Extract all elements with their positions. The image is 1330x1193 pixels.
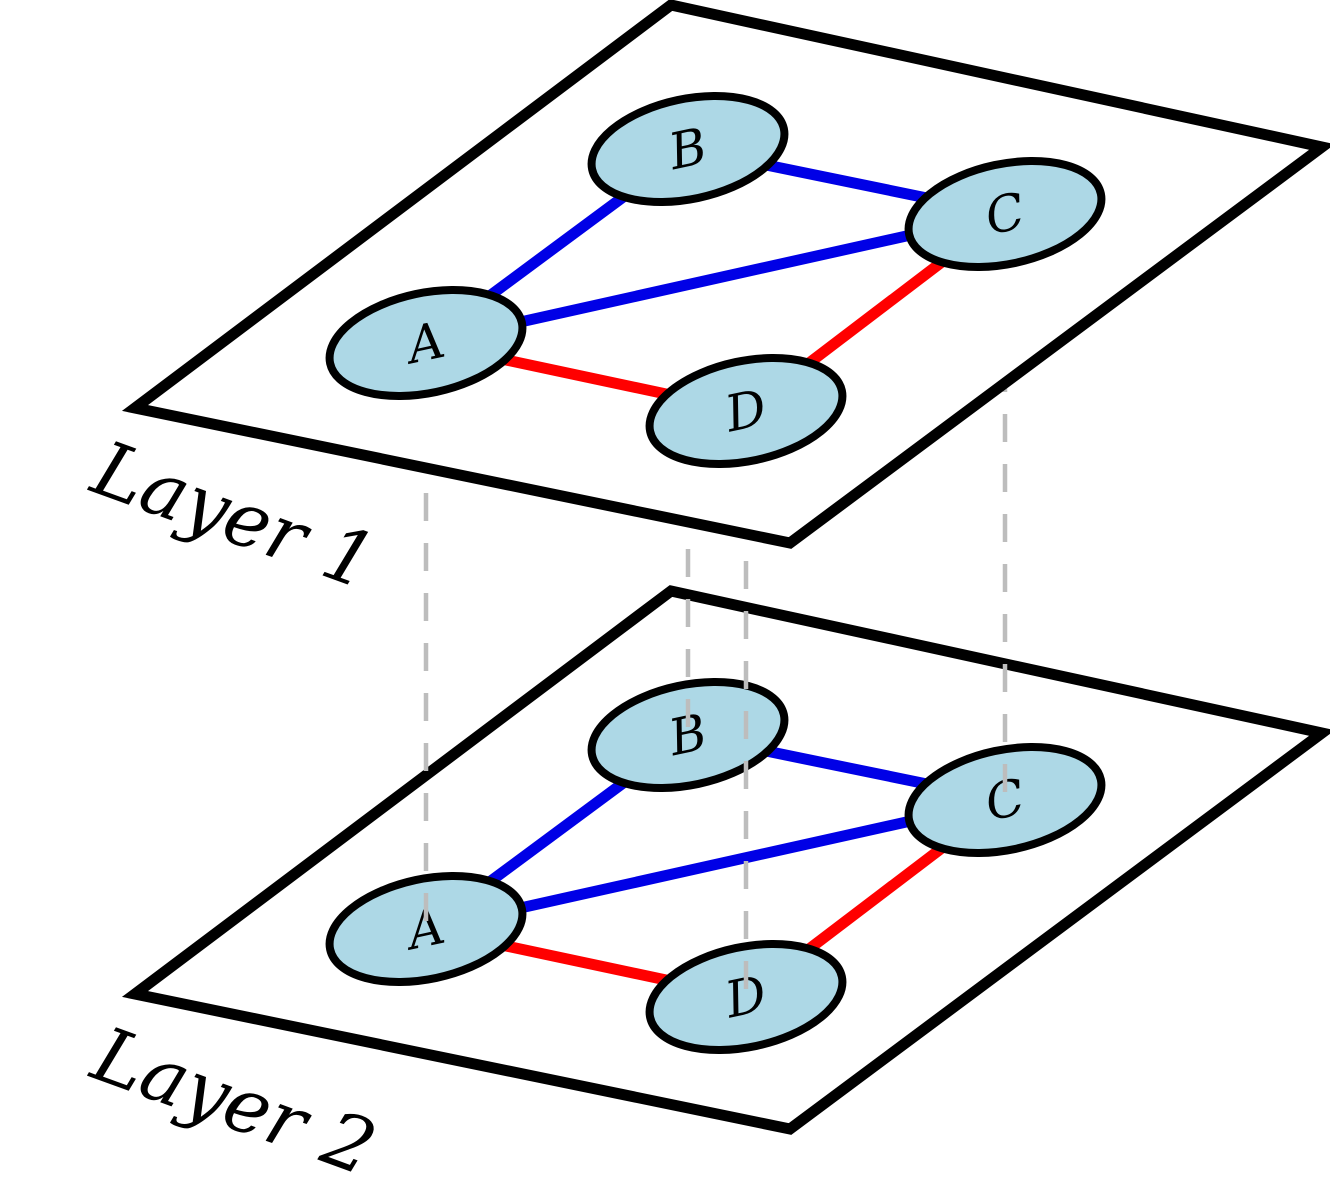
node-a-shape bbox=[325, 286, 527, 400]
node-a: A bbox=[325, 286, 527, 400]
node-c: C bbox=[904, 157, 1106, 271]
node-d-shape bbox=[645, 354, 847, 468]
node-b: B bbox=[587, 92, 789, 206]
node-a-shape bbox=[325, 872, 527, 986]
node-b: B bbox=[587, 678, 789, 792]
node-c-shape bbox=[904, 157, 1106, 271]
node-c-shape bbox=[904, 743, 1106, 857]
node-d: D bbox=[645, 354, 847, 468]
node-b-shape bbox=[587, 92, 789, 206]
node-b-shape bbox=[587, 678, 789, 792]
node-d-shape bbox=[645, 940, 847, 1054]
node-d: D bbox=[645, 940, 847, 1054]
